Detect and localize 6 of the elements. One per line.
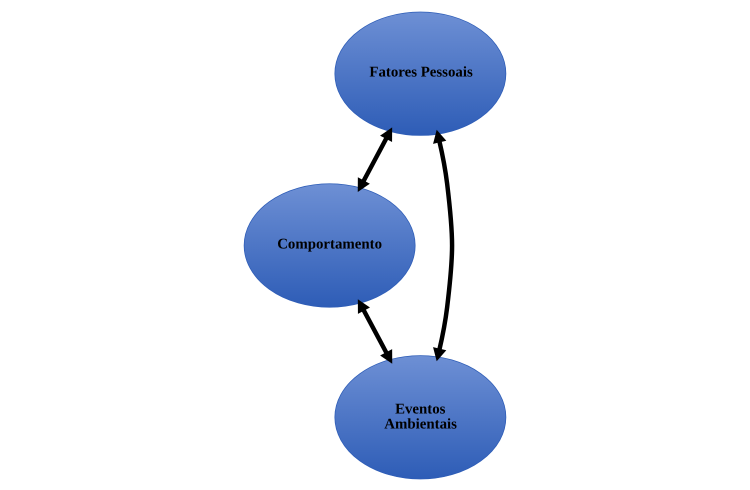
arrow: [358, 298, 392, 364]
node-ellipse: Comportamento: [244, 182, 416, 308]
node-ellipse: Eventos Ambientais: [334, 354, 506, 479]
arrow: [358, 126, 392, 192]
arrow: [433, 129, 454, 361]
node-ellipse: Fatores Pessoais: [334, 11, 506, 136]
